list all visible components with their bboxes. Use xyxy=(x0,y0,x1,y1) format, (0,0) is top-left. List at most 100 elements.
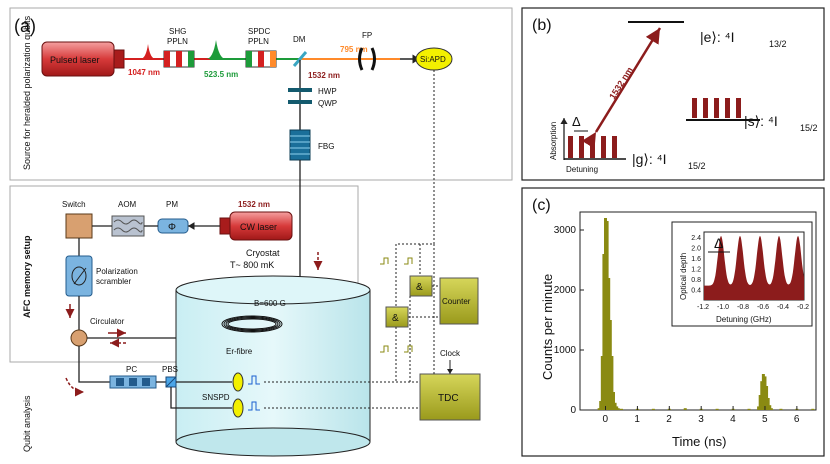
histogram-bar xyxy=(763,376,767,410)
level-e-label: |e⟩: ⁴I xyxy=(700,29,735,45)
level-s-sub: 15/2 xyxy=(800,123,818,133)
x-tick-label: 6 xyxy=(794,414,800,425)
and-gate-1-label: & xyxy=(392,313,399,324)
wavelength-1047: 1047 nm xyxy=(128,68,160,77)
fbg-grating xyxy=(289,129,311,161)
fiber-circ-to-pc xyxy=(78,346,110,383)
histogram-bar xyxy=(605,221,609,410)
er-fibre-label: Er-fibre xyxy=(226,347,253,356)
level-g-label: |g⟩: ⁴I xyxy=(632,151,667,167)
pulsed-laser-aperture xyxy=(113,49,125,69)
histogram-bar xyxy=(615,406,619,410)
pm-label: PM xyxy=(166,200,178,209)
snspd-label: SNSPD xyxy=(202,393,230,402)
histogram-bar xyxy=(600,356,604,410)
x-tick-label: 1 xyxy=(634,414,640,425)
shg-ppln-label: PPLN xyxy=(167,37,188,46)
snspd-detector-1 xyxy=(232,372,244,392)
signal-pulse-2 xyxy=(404,257,413,265)
polarization-scrambler xyxy=(65,255,93,297)
level-s-comb xyxy=(692,98,741,118)
fp-mirror-right xyxy=(370,47,376,71)
signal-pulse-3 xyxy=(380,345,389,353)
counter-label: Counter xyxy=(442,297,471,306)
pc-label: PC xyxy=(126,365,137,374)
main-chart-axes xyxy=(579,211,817,411)
inset-x-tick-label: -1.2 xyxy=(697,304,709,311)
spdc-ppln-label: PPLN xyxy=(248,37,269,46)
inset-y-tick-label: 2.4 xyxy=(691,235,701,242)
inset-x-tick-label: -0.4 xyxy=(777,304,789,311)
histogram-bar xyxy=(747,408,751,410)
spdc-crystal xyxy=(245,50,277,68)
wavelength-795: 795 nm xyxy=(340,45,368,54)
analysis-direction-arrow xyxy=(65,377,85,397)
histogram-bar xyxy=(610,356,614,410)
wavelength-1532-source: 1532 nm xyxy=(308,71,340,80)
inset-y-tick-label: 1.2 xyxy=(691,267,701,274)
y-tick-label: 2000 xyxy=(554,285,577,296)
absorption-label: Absorption xyxy=(549,122,558,160)
pulse-green xyxy=(206,40,226,59)
cw-laser-label: CW laser xyxy=(240,222,277,232)
scrambler-label-2: scrambler xyxy=(96,277,131,286)
histogram-bar xyxy=(597,408,601,410)
histogram-bar xyxy=(602,254,606,410)
inset-y-tick-label: 1.6 xyxy=(691,256,701,263)
inset-y-tick-label: 0.8 xyxy=(691,277,701,284)
circulator-label: Circulator xyxy=(90,317,125,326)
level-g-sub: 15/2 xyxy=(688,161,706,171)
dm-label: DM xyxy=(293,35,306,44)
signal-pulse-4 xyxy=(404,345,413,353)
panel-a: (a) Source for heralded polarization qub… xyxy=(9,7,513,457)
delta-label-b: Δ xyxy=(572,114,581,129)
inset-ylabel: Optical depth xyxy=(679,253,688,300)
histogram-bar xyxy=(604,218,608,410)
histogram-bar xyxy=(608,320,612,410)
fp-mirror-left xyxy=(358,47,364,71)
histogram-bar xyxy=(779,408,783,410)
level-s-label: |s⟩: ⁴I xyxy=(744,113,778,129)
qwp-plate xyxy=(288,100,312,104)
inset-x-tick-label: -1.0 xyxy=(717,304,729,311)
x-tick-label: 3 xyxy=(698,414,704,425)
snspd-detector-2 xyxy=(232,398,244,418)
x-tick-label: 4 xyxy=(730,414,736,425)
histogram-bar xyxy=(769,408,773,410)
inset-y-tick-label: 2.0 xyxy=(691,246,701,253)
histogram-bar xyxy=(715,408,719,410)
level-e-sub: 13/2 xyxy=(769,39,787,49)
hwp-label: HWP xyxy=(318,87,337,96)
detuning-label: Detuning xyxy=(566,165,598,174)
x-tick-label: 5 xyxy=(762,414,768,425)
histogram-bar xyxy=(611,392,615,410)
cryostat-label: Cryostat xyxy=(246,248,280,258)
er-fibre-coil xyxy=(221,315,283,333)
inset-area-series xyxy=(704,235,804,300)
pulse-red xyxy=(140,44,156,59)
shg-label: SHG xyxy=(169,27,186,36)
section-label-afc: AFC memory setup xyxy=(22,235,32,318)
inset-y-tick-label: 0.4 xyxy=(691,288,701,295)
snspd-pulse-2 xyxy=(248,401,260,411)
pbs-diagonal xyxy=(165,376,177,388)
counter-box xyxy=(439,277,479,325)
spdc-label: SPDC xyxy=(248,27,270,36)
section-label-analysis: Qubit analysis xyxy=(22,395,32,452)
si-apd-label: Si:APD xyxy=(420,55,446,64)
x-tick-label: 2 xyxy=(666,414,672,425)
scrambler-slash xyxy=(73,267,87,285)
inset-x-tick-label: -0.6 xyxy=(757,304,769,311)
inset-delta-annotation: Δ xyxy=(714,235,723,251)
fp-label: FP xyxy=(362,31,372,40)
histogram-bar xyxy=(651,408,655,410)
inset-ticks: -1.2-1.0-0.8-0.6-0.4-0.20.40.81.21.62.02… xyxy=(691,235,809,311)
scrambler-icon xyxy=(71,266,87,286)
main-chart-marks xyxy=(597,218,815,410)
tdc-label: TDC xyxy=(438,393,459,404)
histogram-bar xyxy=(768,405,772,410)
cw-laser-aperture xyxy=(219,217,231,235)
pm-symbol: Φ xyxy=(168,222,176,233)
wavelength-523: 523.5 nm xyxy=(204,70,238,79)
